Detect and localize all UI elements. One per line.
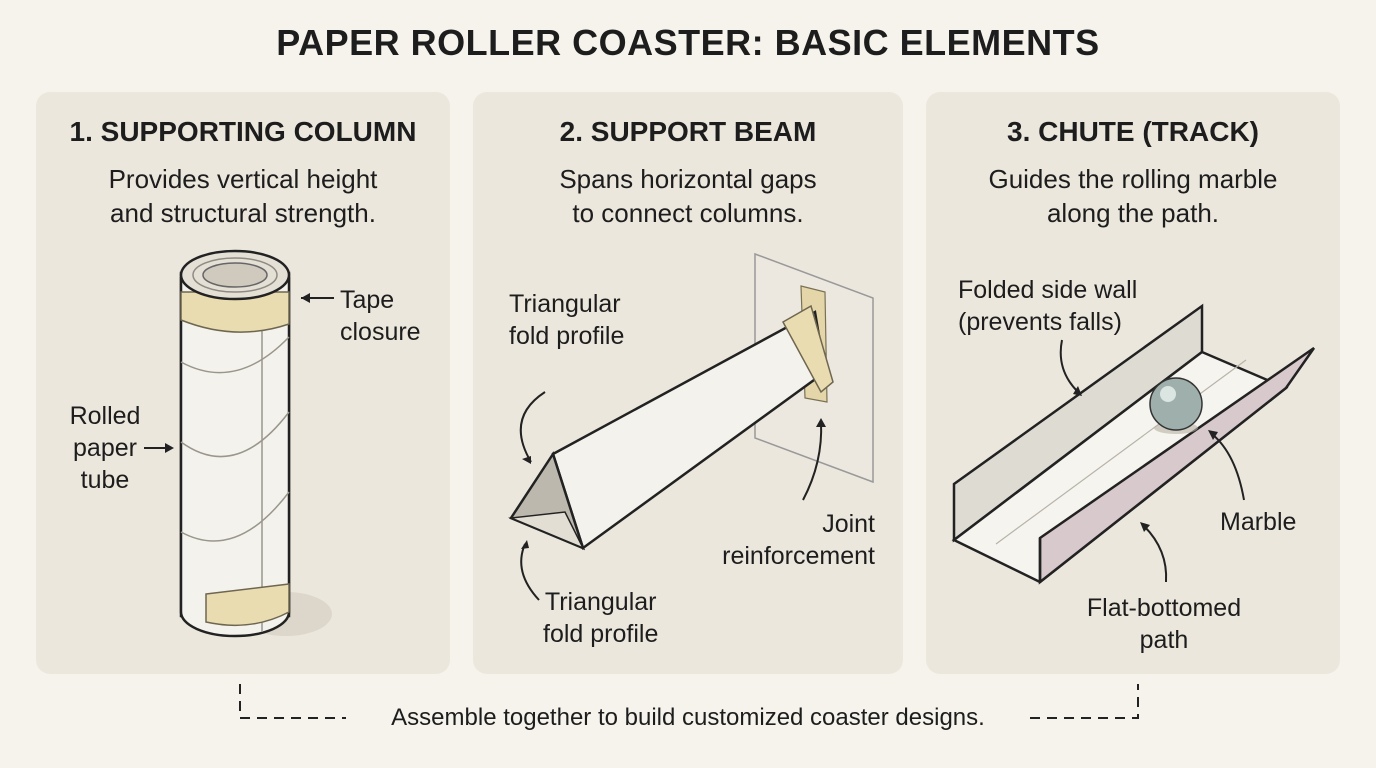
label-tape-closure: Tape closure [340, 286, 421, 346]
panel-chute-track: 3. CHUTE (TRACK) Guides the rolling marb… [926, 92, 1340, 674]
panel-heading: 2. SUPPORT BEAM [559, 116, 817, 147]
label-joint-reinforcement: Joint reinforcement [722, 510, 875, 570]
chute-track-illustration [951, 303, 1316, 585]
panel-description: Spans horizontal gaps to connect columns… [559, 164, 817, 228]
label-marble: Marble [1220, 508, 1297, 536]
label-rolled-paper-tube: Rolled paper tube [69, 402, 141, 494]
paper-tube-illustration [144, 249, 334, 638]
panel-heading: 1. SUPPORTING COLUMN [69, 116, 417, 147]
label-flat-bottomed-path: Flat-bottomed path [1086, 594, 1242, 654]
panel-supporting-column: 1. SUPPORTING COLUMN Provides vertical h… [36, 92, 450, 674]
label-triangular-fold-top: Triangular fold profile [509, 290, 625, 350]
panel-support-beam: 2. SUPPORT BEAM Spans horizontal gaps to… [473, 92, 903, 674]
label-triangular-fold-bottom: Triangular fold profile [543, 588, 659, 648]
panel-description: Provides vertical height and structural … [108, 164, 378, 228]
support-beam-illustration [508, 252, 874, 601]
label-folded-side-wall: Folded side wall (prevents falls) [958, 276, 1138, 336]
page-title: PAPER ROLLER COASTER: BASIC ELEMENTS [276, 22, 1100, 63]
panel-description: Guides the rolling marble along the path… [988, 164, 1278, 228]
footer-caption: Assemble together to build customized co… [391, 704, 985, 731]
panel-heading: 3. CHUTE (TRACK) [1007, 116, 1259, 147]
